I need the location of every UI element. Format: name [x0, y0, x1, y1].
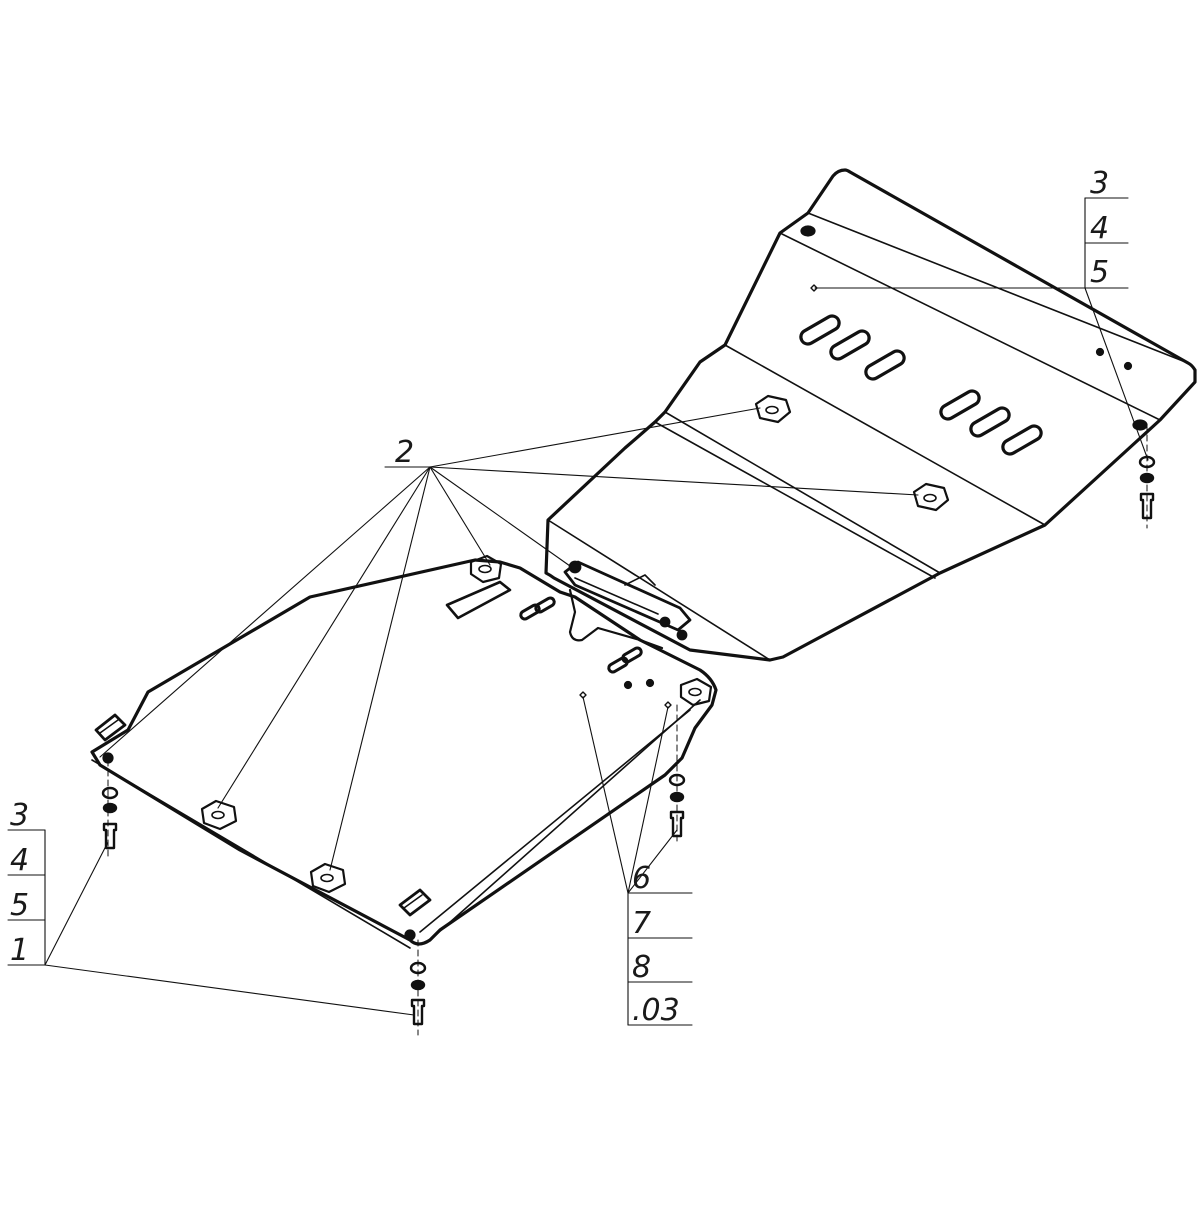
bracket-hole: [659, 616, 671, 628]
fastener-set-rear-right: [668, 704, 686, 846]
fastener-set-rear-left: [101, 759, 119, 861]
bolt: [669, 810, 685, 838]
cushion-pad: [912, 482, 950, 512]
cushion-pad: [200, 799, 238, 831]
small-diamond-hole: [664, 701, 672, 709]
front-plate-vent-slots-a: [799, 314, 906, 381]
small-hole: [623, 680, 633, 690]
rear-plate-oval-slots: [519, 596, 643, 674]
cushion-pad: [469, 554, 503, 584]
washer: [409, 961, 427, 975]
small-hole: [1123, 361, 1133, 371]
vent-slot: [969, 406, 1011, 438]
callout-label: 5: [10, 888, 29, 923]
front-plate-bend-3: [724, 344, 1046, 526]
callout-label: 6: [632, 861, 651, 896]
bolt: [1139, 492, 1155, 520]
washer: [668, 773, 686, 787]
rear-plate-side-tab: [398, 888, 432, 917]
bolt: [102, 822, 118, 850]
callout-label: 2: [395, 435, 414, 470]
rear-plate-edge-fold-2: [429, 699, 701, 941]
spring-washer: [102, 802, 118, 814]
vent-slot: [864, 349, 906, 381]
mounting-hole: [1132, 419, 1148, 431]
fastener-set-front-right: [1138, 424, 1156, 529]
callout-label: 7: [632, 906, 651, 941]
vent-slot: [939, 389, 981, 421]
washer: [101, 786, 119, 800]
vent-slot: [829, 329, 871, 361]
callout-label: 1: [10, 933, 29, 968]
mounting-hole: [404, 929, 416, 941]
front-plate-bend-2: [779, 232, 1161, 421]
small-hole: [645, 678, 655, 688]
callout-label: 3: [10, 798, 29, 833]
vent-slot: [799, 314, 841, 346]
small-hole: [1095, 347, 1105, 357]
mounting-hole: [800, 225, 816, 237]
callout-label: 8: [632, 950, 651, 985]
callout-label: 5: [1090, 255, 1109, 290]
bolt: [410, 998, 426, 1026]
callout-bottom-left: 3 4 5 1: [10, 798, 29, 968]
towing-bracket: [563, 560, 692, 650]
vent-slot: [1001, 424, 1043, 456]
front-plate-vent-slots-b: [939, 389, 1043, 456]
bracket-hole: [676, 629, 688, 641]
spring-washer: [1139, 472, 1155, 484]
spring-washer: [410, 979, 426, 991]
front-plate-outline: [544, 168, 1197, 662]
small-diamond-hole: [579, 691, 587, 699]
rear-plate-edge-fold-3: [419, 709, 691, 933]
callout-label: 3: [1090, 166, 1109, 201]
rear-skid-plate: [90, 554, 718, 949]
callout-center: 2: [395, 435, 414, 470]
cushion-pad: [754, 394, 792, 424]
cushion-pad: [679, 677, 713, 707]
callout-top-right: 3 4 5: [1090, 166, 1109, 290]
callout-label: 4: [10, 843, 29, 878]
callout-label: .03: [632, 993, 680, 1028]
bracket-hole: [568, 560, 582, 574]
spring-washer: [669, 791, 685, 803]
cushion-pad: [309, 862, 347, 894]
rear-plate-outline: [90, 558, 718, 946]
front-plate-bend-4: [664, 411, 941, 574]
front-plate-bend-5: [654, 421, 936, 579]
callout-bottom-center: 6 7 8 .03: [632, 861, 680, 1028]
rear-plate-edge-fold-1: [91, 759, 411, 949]
callout-label: 4: [1090, 211, 1109, 246]
front-plate-bend-6: [547, 519, 771, 661]
front-skid-plate: [544, 168, 1197, 662]
rear-plate-side-tab: [94, 713, 127, 742]
rear-plate-slot-window: [445, 580, 512, 620]
fastener-set-rear-bottom: [409, 939, 427, 1036]
leader-lines: [7, 197, 1149, 1026]
